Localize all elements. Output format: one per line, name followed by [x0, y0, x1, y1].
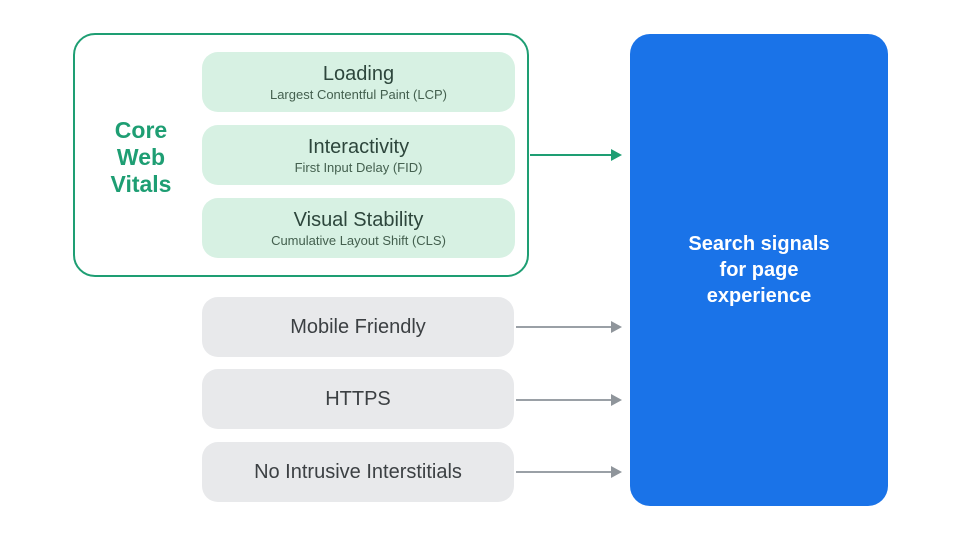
signal-pill-mobile-friendly: Mobile Friendly	[202, 297, 514, 357]
signal-label-no-intrusive-interstitials: No Intrusive Interstitials	[254, 460, 462, 483]
arrow-line	[530, 154, 613, 156]
metric-subtitle-fid: First Input Delay (FID)	[294, 159, 423, 175]
arrow-head-icon	[611, 466, 622, 478]
core-web-vitals-group: Core Web Vitals Loading Largest Contentf…	[73, 33, 529, 277]
metric-card-interactivity: Interactivity First Input Delay (FID)	[202, 125, 515, 185]
arrow-line	[516, 399, 613, 401]
arrow-head-icon	[611, 394, 622, 406]
arrow-core-web-vitals	[530, 149, 622, 161]
metric-subtitle-cls: Cumulative Layout Shift (CLS)	[271, 232, 446, 248]
metric-title-loading: Loading	[322, 62, 395, 85]
metric-card-loading: Loading Largest Contentful Paint (LCP)	[202, 52, 515, 112]
arrow-no-intrusive-interstitials	[516, 466, 622, 478]
signal-pill-https: HTTPS	[202, 369, 514, 429]
arrow-https	[516, 394, 622, 406]
search-signals-box: Search signals for page experience	[630, 34, 888, 506]
arrow-mobile-friendly	[516, 321, 622, 333]
metric-card-visual-stability: Visual Stability Cumulative Layout Shift…	[202, 198, 515, 258]
signal-pill-no-intrusive-interstitials: No Intrusive Interstitials	[202, 442, 514, 502]
arrow-line	[516, 471, 613, 473]
metric-title-interactivity: Interactivity	[307, 135, 410, 158]
arrow-head-icon	[611, 321, 622, 333]
metric-title-visual-stability: Visual Stability	[293, 208, 424, 231]
core-web-vitals-label: Core Web Vitals	[110, 117, 172, 197]
signal-label-https: HTTPS	[325, 387, 391, 410]
search-signals-label: Search signals for page experience	[688, 233, 830, 307]
metric-subtitle-lcp: Largest Contentful Paint (LCP)	[269, 86, 448, 102]
arrow-line	[516, 326, 613, 328]
signal-label-mobile-friendly: Mobile Friendly	[290, 315, 426, 338]
arrow-head-icon	[611, 149, 622, 161]
